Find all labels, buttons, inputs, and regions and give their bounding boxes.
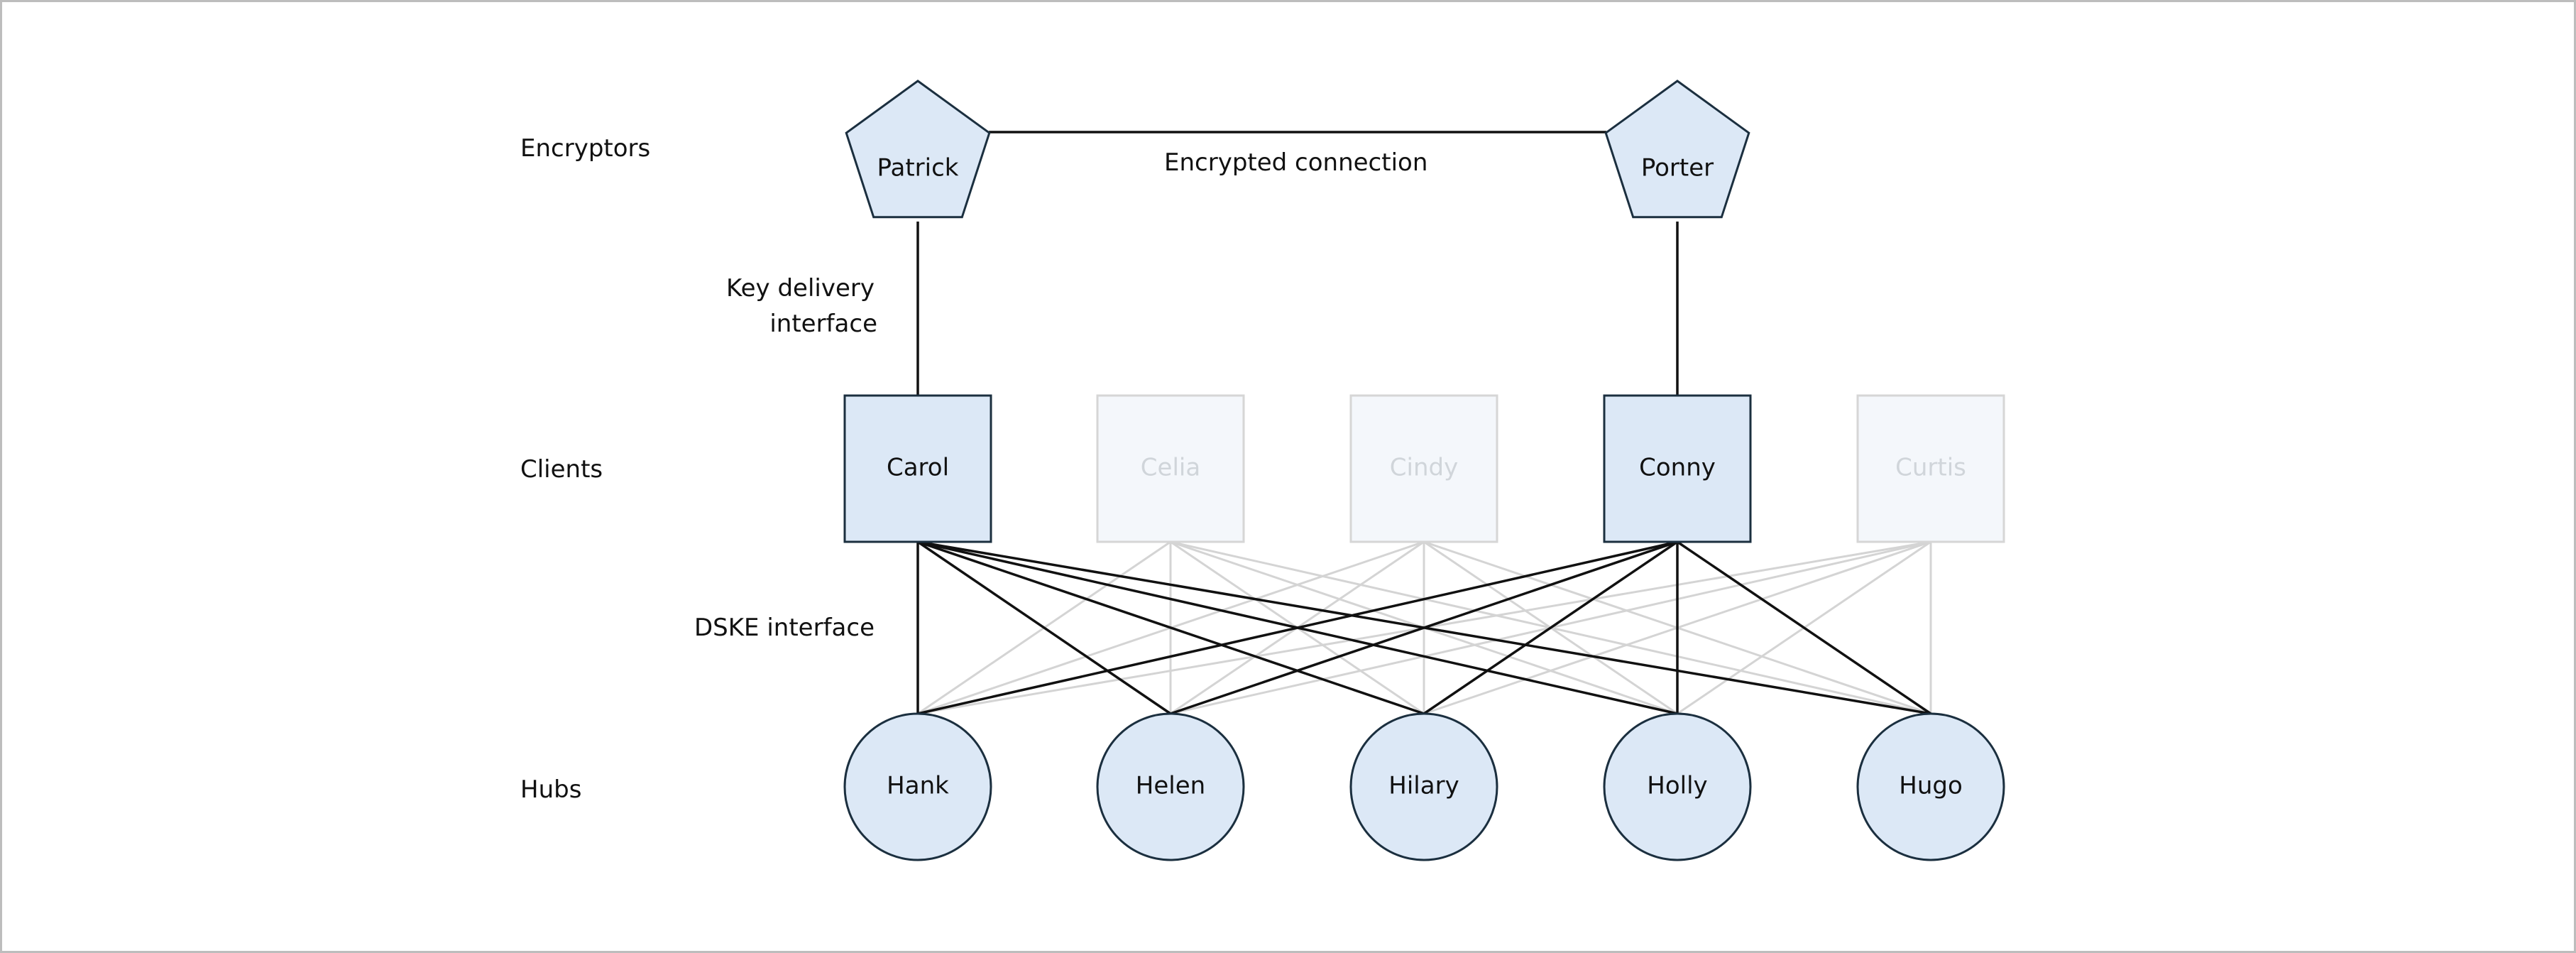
hub-circle-hank	[843, 712, 992, 861]
hub-hugo: Hugo	[1856, 712, 2005, 861]
hub-hilary: Hilary	[1349, 712, 1498, 861]
hub-circle-hugo	[1856, 712, 2005, 861]
hub-helen: Helen	[1096, 712, 1245, 861]
client-conny: Conny	[1603, 394, 1752, 543]
encryptor-label-porter: Porter	[1641, 154, 1714, 183]
hub-label-hugo: Hugo	[1899, 772, 1963, 800]
row-label-encryptors: Encryptors	[520, 134, 650, 163]
dske-edge-conny-hank	[917, 540, 1678, 715]
client-curtis: Curtis	[1856, 394, 2005, 543]
client-box-carol	[843, 394, 992, 543]
client-box-celia	[1096, 394, 1245, 543]
client-label-celia: Celia	[1141, 454, 1200, 482]
dske-edge-carol-hilary	[917, 540, 1425, 715]
hub-circle-holly	[1603, 712, 1752, 861]
hub-label-hank: Hank	[887, 772, 949, 800]
dske-edge-conny-hilary	[1423, 540, 1678, 715]
hub-holly: Holly	[1603, 712, 1752, 861]
active-dske-edges	[916, 540, 1931, 715]
hub-nodes: Hank Helen Hilary Holly Hugo	[843, 712, 2005, 861]
client-box-conny	[1603, 394, 1752, 543]
client-label-conny: Conny	[1639, 454, 1716, 482]
client-carol: Carol	[843, 394, 992, 543]
dske-edge-carol-helen	[917, 540, 1171, 715]
dske-interface-label: DSKE interface	[694, 614, 875, 642]
encryptor-label-patrick: Patrick	[877, 154, 959, 183]
client-label-curtis: Curtis	[1895, 454, 1966, 482]
encrypted-connection-label: Encrypted connection	[1164, 148, 1427, 177]
client-nodes: Carol Celia Cindy Conny Curtis	[843, 394, 2005, 543]
encryptor-porter: Porter	[1604, 80, 1750, 219]
hub-label-holly: Holly	[1647, 772, 1707, 800]
row-label-clients: Clients	[520, 455, 603, 484]
hub-label-hilary: Hilary	[1388, 772, 1459, 800]
client-box-cindy	[1349, 394, 1498, 543]
key-delivery-label-line1: Key delivery	[726, 274, 875, 303]
client-label-cindy: Cindy	[1390, 454, 1458, 482]
client-celia: Celia	[1096, 394, 1245, 543]
hub-hank: Hank	[843, 712, 992, 861]
hub-circle-hilary	[1349, 712, 1498, 861]
encryptor-pentagon-patrick	[845, 80, 991, 219]
key-delivery-label-line2: interface	[769, 310, 877, 338]
hub-circle-helen	[1096, 712, 1245, 861]
encryptor-nodes: Patrick Porter	[845, 80, 1750, 219]
row-label-hubs: Hubs	[520, 775, 581, 804]
encryptor-patrick: Patrick	[845, 80, 991, 219]
client-box-curtis	[1856, 394, 2005, 543]
hub-label-helen: Helen	[1136, 772, 1205, 800]
client-cindy: Cindy	[1349, 394, 1498, 543]
dske-edge-conny-hugo	[1677, 540, 1931, 715]
dske-edge-conny-helen	[1170, 540, 1678, 715]
client-label-carol: Carol	[887, 454, 949, 482]
encryptor-pentagon-porter	[1604, 80, 1750, 219]
